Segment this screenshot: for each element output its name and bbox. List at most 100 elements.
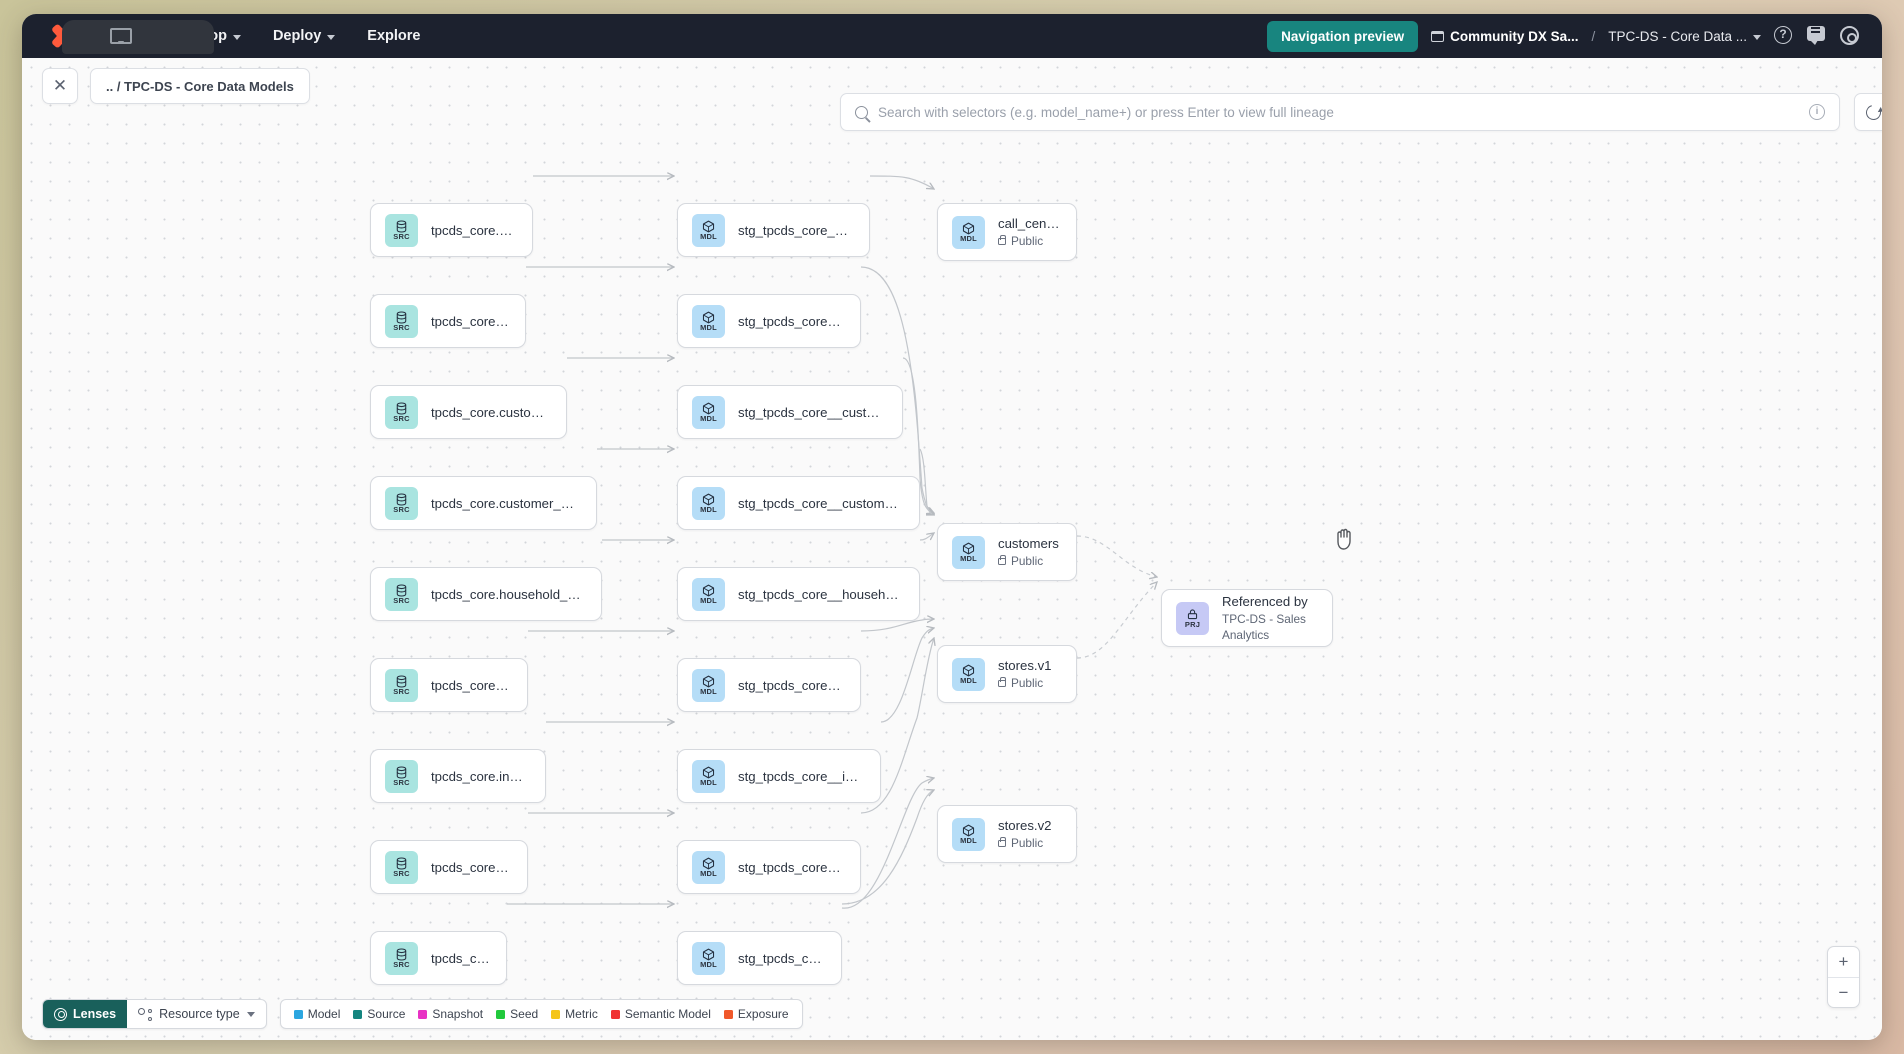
lineage-search-bar[interactable]: i	[840, 93, 1840, 131]
legend-swatch-icon	[723, 1009, 733, 1019]
cube-icon	[702, 948, 715, 960]
lineage-node-model[interactable]: MDL stg_tpcds_core__income_band	[677, 749, 881, 803]
breadcrumb-account-label: Community DX Sa...	[1450, 28, 1579, 44]
node-type-badge-src: SRC	[385, 213, 418, 247]
node-type-badge-label: SRC	[393, 777, 410, 787]
node-text-group: tpcds_core.date_dim	[431, 677, 511, 694]
lineage-node-source[interactable]: SRC tpcds_core.store	[370, 931, 507, 985]
search-icon	[855, 105, 868, 119]
settings-gear-icon[interactable]	[1840, 26, 1860, 46]
zoom-out-button[interactable]: −	[1828, 977, 1859, 1007]
node-type-badge-label: MDL	[700, 595, 717, 605]
node-text-group: tpcds_core.customer_demographics	[431, 495, 580, 512]
lock-icon	[998, 555, 1007, 565]
resource-type-dropdown[interactable]: Resource type	[127, 1000, 266, 1028]
cube-icon	[962, 222, 975, 234]
help-circle-icon[interactable]: ?	[1774, 26, 1794, 46]
node-text-group: stg_tpcds_core__inventory	[738, 859, 844, 876]
zoom-in-button[interactable]: +	[1838, 952, 1849, 971]
top-navigation-bar: dbt Develop Deploy Explore Navigation pr…	[22, 14, 1882, 58]
node-text-group: stg_tpcds_core__store	[738, 950, 825, 967]
nav-item-deploy[interactable]: Deploy	[261, 22, 347, 50]
node-text-group: call_centersPublic	[998, 215, 1060, 249]
lineage-graph-canvas[interactable]: SRCtpcds_core.call_centerSRCtpcds_core.c…	[22, 58, 1882, 1040]
database-icon	[396, 947, 407, 961]
node-type-badge-mdl: MDL	[692, 577, 725, 611]
breadcrumb-project[interactable]: TPC-DS - Core Data ...	[1608, 29, 1761, 44]
node-type-badge-src: SRC	[385, 941, 418, 975]
node-title: tpcds_core.store	[431, 950, 490, 966]
cube-icon	[702, 766, 715, 778]
legend-label: Source	[367, 1007, 406, 1021]
refresh-lineage-button[interactable]	[1854, 93, 1882, 131]
navigation-preview-button[interactable]: Navigation preview	[1267, 20, 1419, 52]
search-input[interactable]	[878, 104, 1799, 120]
search-info-icon[interactable]: i	[1809, 104, 1825, 120]
lineage-node-model[interactable]: MDL stg_tpcds_core__customer_demogra...	[677, 476, 920, 530]
node-subtitle-label: TPC-DS - Sales Analytics	[1222, 612, 1306, 642]
node-text-group: stg_tpcds_core__date_dim	[738, 677, 844, 694]
node-type-badge-label: MDL	[960, 675, 977, 685]
node-type-badge-src: SRC	[385, 577, 418, 611]
node-title: stg_tpcds_core__household_demogr...	[738, 586, 903, 602]
node-type-badge-label: MDL	[700, 868, 717, 878]
legend-swatch-icon	[496, 1009, 506, 1019]
database-icon	[396, 765, 407, 779]
lineage-node-model[interactable]: MDL stg_tpcds_core__date_dim	[677, 658, 861, 712]
lineage-node-model[interactable]: MDL stg_tpcds_core__household_demogr...	[677, 567, 920, 621]
node-title: stg_tpcds_core__income_band	[738, 768, 864, 784]
lenses-label: Lenses	[73, 1007, 117, 1021]
node-text-group: stg_tpcds_core__customer_demogra...	[738, 495, 903, 512]
nav-item-explore[interactable]: Explore	[355, 22, 432, 50]
close-lineage-button[interactable]: ✕	[42, 68, 78, 104]
project-icon	[1187, 608, 1198, 619]
legend-item: Snapshot	[418, 1007, 483, 1021]
node-title: customers	[998, 536, 1059, 551]
nav-item-explore-label: Explore	[367, 28, 421, 44]
lineage-node-source[interactable]: SRC tpcds_core.customer_demographics	[370, 476, 597, 530]
node-type-badge-mdl: MDL	[952, 657, 985, 691]
node-type-badge-src: SRC	[385, 486, 418, 520]
folder-icon	[1431, 30, 1445, 42]
breadcrumb-project-label: TPC-DS - Core Data ...	[1608, 28, 1747, 44]
node-subtitle: Public	[998, 675, 1052, 691]
breadcrumb-account[interactable]: Community DX Sa...	[1431, 29, 1578, 44]
lenses-button[interactable]: Lenses	[43, 1000, 128, 1028]
lock-icon	[998, 235, 1007, 245]
database-icon	[396, 219, 407, 233]
cube-icon	[702, 220, 715, 232]
node-subtitle-label: Public	[1011, 836, 1044, 850]
node-type-badge-label: MDL	[700, 777, 717, 787]
lock-icon	[998, 677, 1007, 687]
database-icon	[396, 674, 407, 688]
node-type-badge-mdl: MDL	[692, 486, 725, 520]
feedback-chat-icon[interactable]	[1807, 26, 1827, 46]
node-title: stores.v2	[998, 818, 1052, 833]
lineage-node-model[interactable]: MDL stg_tpcds_core__inventory	[677, 840, 861, 894]
node-type-badge-label: MDL	[700, 686, 717, 696]
lineage-breadcrumb-button[interactable]: .. / TPC-DS - Core Data Models	[90, 68, 310, 104]
cube-icon	[962, 542, 975, 554]
node-type-badge-label: SRC	[393, 322, 410, 332]
database-icon	[396, 401, 407, 415]
